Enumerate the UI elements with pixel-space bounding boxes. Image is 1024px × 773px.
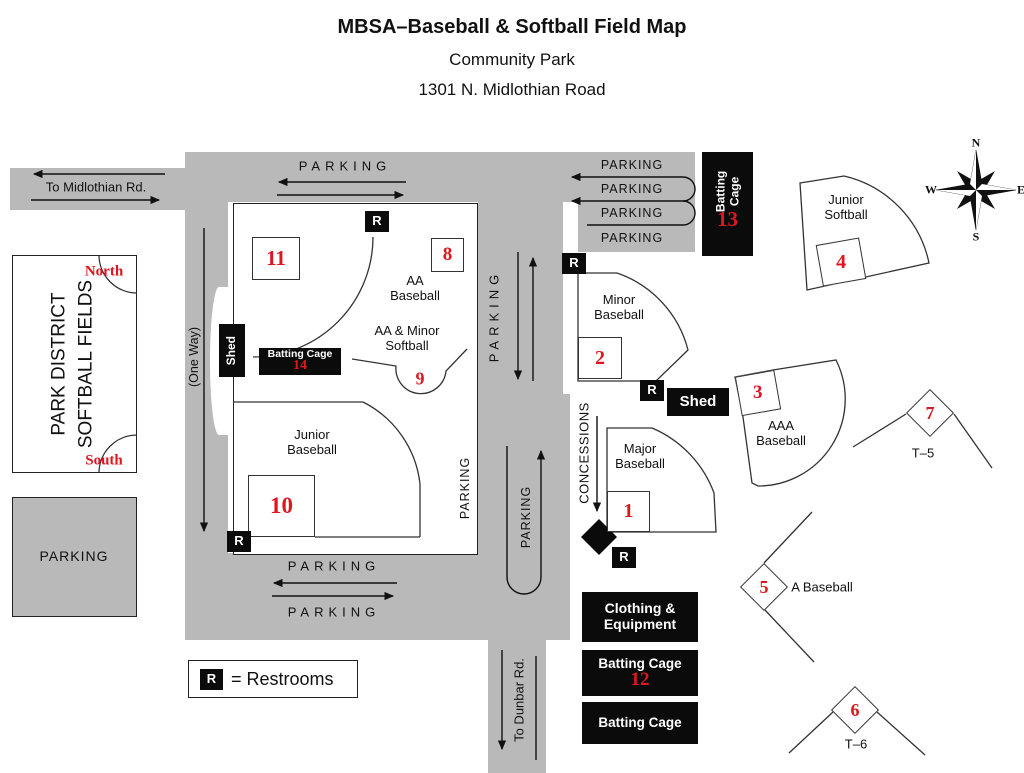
restroom-r: R: [206, 670, 217, 686]
field-14-number: 14: [293, 358, 307, 374]
field-aaa-baseball-label: AAA Baseball: [756, 418, 806, 448]
legend-restroom-symbol: R: [200, 668, 223, 690]
field-10-box: 10: [248, 475, 315, 537]
compass-rose-icon: [935, 149, 1017, 231]
field-minor-baseball-label: Minor Baseball: [594, 292, 644, 322]
to-dunbar-label: To Dunbar Rd.: [511, 658, 527, 742]
shed-label: Shed: [224, 335, 239, 366]
parking-label-central-left: PARKING: [458, 456, 472, 520]
softball-field-south-label: South: [85, 452, 123, 469]
field-7-number: 7: [925, 402, 935, 423]
field-13-number: 13: [717, 206, 738, 231]
batting-cage-12: Batting Cage 12: [582, 650, 698, 696]
field-1-number: 1: [623, 500, 634, 522]
field-t5-label: T–5: [911, 445, 935, 461]
field-9-number: 9: [415, 368, 425, 389]
restroom-r: R: [372, 213, 382, 229]
field-8-number: 8: [442, 244, 453, 265]
compass-s: S: [972, 229, 980, 244]
parking-lot-southwest: [12, 497, 137, 617]
clothing-label-2: Equipment: [603, 616, 677, 632]
field-3-number: 3: [753, 382, 763, 403]
field-major-baseball-label: Major Baseball: [615, 441, 665, 471]
restroom-r: R: [234, 533, 244, 549]
field-2-number: 2: [595, 346, 605, 369]
page-subtitle: Community Park: [449, 50, 575, 69]
shed-east: Shed: [667, 388, 729, 416]
parking-lot-label: PARKING: [39, 548, 109, 565]
compass-n: N: [971, 135, 981, 150]
field-3-box: 3: [734, 369, 782, 417]
field-t6-label: T–6: [844, 736, 868, 752]
page-title: MBSA–Baseball & Softball Field Map: [337, 16, 687, 38]
parking-label-bottom-2: PARKING: [287, 604, 381, 620]
compass-e: E: [1016, 182, 1024, 197]
parking-row-2: PARKING: [600, 182, 664, 196]
batting-cage-label: Batting Cage: [598, 715, 682, 731]
parking-row-3: PARKING: [600, 206, 664, 220]
field-junior-baseball-label: Junior Baseball: [287, 427, 337, 457]
parking-row-4: PARKING: [600, 231, 664, 245]
park-district-label: PARK DISTRICT SOFTBALL FIELDS: [48, 279, 96, 449]
compass-w: W: [925, 182, 937, 197]
park-district-box: [12, 255, 137, 473]
parking-label-top: PARKING: [298, 158, 392, 174]
field-4-number: 4: [836, 250, 846, 273]
field-11-number: 11: [266, 246, 286, 270]
field-1-box: 1: [607, 491, 650, 532]
batting-cage-13: Batting Cage 13: [702, 152, 753, 256]
legend-text: = Restrooms: [231, 668, 334, 689]
batting-cage-south: Batting Cage: [582, 702, 698, 744]
concessions-label: CONCESSIONS: [576, 402, 592, 504]
page-address: 1301 N. Midlothian Road: [418, 80, 606, 99]
field-a-baseball-label: A Baseball: [791, 579, 853, 595]
restroom-marker-5: R: [227, 531, 251, 552]
restroom-marker-3: R: [640, 380, 664, 401]
shed-west: Shed: [219, 324, 245, 377]
one-way-label: (One Way): [186, 327, 201, 387]
restroom-marker-1: R: [365, 211, 389, 232]
restroom-r: R: [569, 255, 579, 271]
restroom-r: R: [647, 382, 657, 398]
clothing-equipment-building: Clothing & Equipment: [582, 592, 698, 642]
field-5-number: 5: [759, 576, 769, 597]
batting-cage-label: Batting Cage: [267, 348, 333, 361]
shed-label: Shed: [679, 392, 717, 410]
parking-label-central-upper: PARKING: [486, 269, 502, 363]
legend-restrooms: R = Restrooms: [188, 660, 358, 698]
road-central-upper: [478, 202, 563, 394]
field-4-box: 4: [815, 237, 867, 287]
field-8-box: 8: [431, 238, 464, 272]
to-midlothian-label: To Midlothian Rd.: [45, 179, 147, 195]
batting-cage-label: Batting Cage: [598, 655, 682, 671]
batting-cage-14: Batting Cage 14: [259, 348, 341, 375]
field-11-box: 11: [252, 237, 300, 280]
parking-rows-block: [578, 152, 695, 252]
parking-label-bottom-1: PARKING: [287, 558, 381, 574]
softball-field-north-label: North: [84, 263, 124, 280]
field-12-number: 12: [630, 668, 650, 690]
parking-label-central-loop: PARKING: [519, 485, 533, 549]
field-aa-baseball-label: AA Baseball: [390, 273, 440, 303]
restroom-marker-4: R: [612, 547, 636, 568]
restroom-r: R: [619, 549, 629, 565]
field-2-box: 2: [578, 337, 622, 379]
clothing-label-1: Clothing &: [604, 600, 676, 617]
field-junior-softball-label: Junior Softball: [824, 192, 868, 222]
field-10-number: 10: [270, 493, 293, 518]
parking-row-1: PARKING: [600, 158, 664, 172]
batting-cage-label: Batting Cage: [713, 170, 742, 212]
restroom-marker-2: R: [562, 253, 586, 274]
field-aa-minor-softball-label: AA & Minor Softball: [374, 323, 440, 353]
traffic-arrows: [31, 169, 696, 760]
field-6-number: 6: [850, 699, 860, 720]
